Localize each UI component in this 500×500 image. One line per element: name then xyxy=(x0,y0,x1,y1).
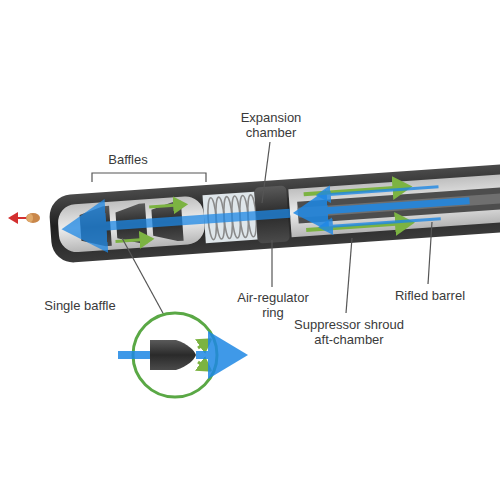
suppressor-tube xyxy=(48,163,500,264)
part-label: Expansion chamber xyxy=(230,110,312,140)
part-label: Single baffle xyxy=(30,298,130,313)
baffle-inset xyxy=(118,313,240,397)
baffles-bracket xyxy=(92,173,206,182)
bracket-label: Baffles xyxy=(98,152,158,167)
part-label: Air-regulator ring xyxy=(228,290,318,320)
part-label: Suppressor shroud aft-chamber xyxy=(286,317,412,347)
leader-lines xyxy=(122,142,432,315)
pellet xyxy=(10,213,40,223)
part-label: Rifled barrel xyxy=(385,288,475,303)
